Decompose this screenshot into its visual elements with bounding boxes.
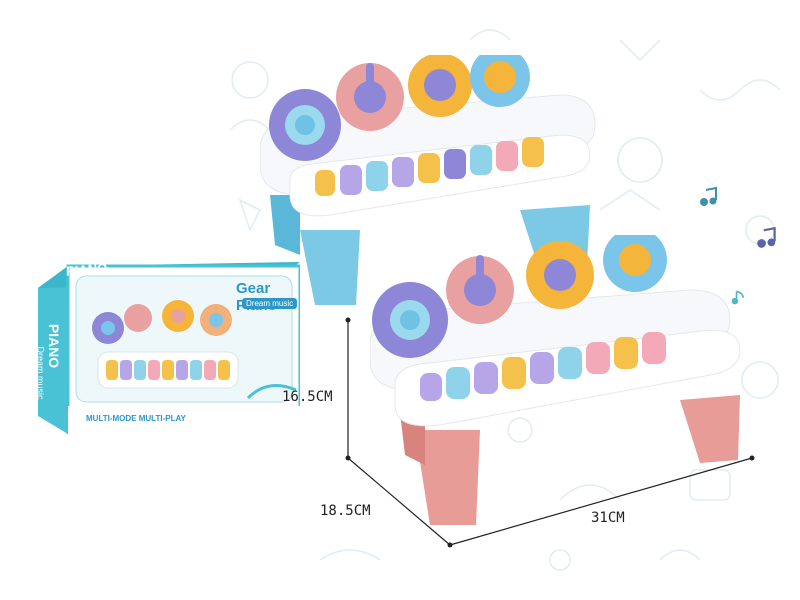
orange-gear <box>408 55 472 117</box>
box-product-tagline: Dream music <box>242 298 298 309</box>
depth-dimension-label: 18.5CM <box>320 503 371 519</box>
product-box: PIANO PIANO Dream music Gear Piano Dream… <box>36 248 302 436</box>
music-note-icon <box>700 186 717 206</box>
blue-gear <box>603 235 667 292</box>
front-left-leg <box>415 430 480 525</box>
front-left-leg <box>300 230 360 305</box>
blue-gear-piano <box>260 55 596 305</box>
width-dimension-label: 31CM <box>591 510 625 526</box>
pink-gear-piano <box>370 235 741 525</box>
pink-gear <box>446 255 514 324</box>
back-leg <box>270 195 300 255</box>
music-note-icon <box>731 290 744 305</box>
orange-gear <box>526 241 594 309</box>
height-dimension-label: 16.5CM <box>282 389 333 405</box>
music-note-icon <box>757 226 776 248</box>
front-right-leg <box>680 395 740 463</box>
blue-gear <box>470 55 530 107</box>
box-bottom-slogan: MULTI-MODE MULTI-PLAY <box>86 414 186 423</box>
box-side-panel <box>38 266 68 434</box>
purple-gear <box>269 89 341 161</box>
pink-gear <box>336 63 404 131</box>
purple-gear <box>372 282 448 358</box>
